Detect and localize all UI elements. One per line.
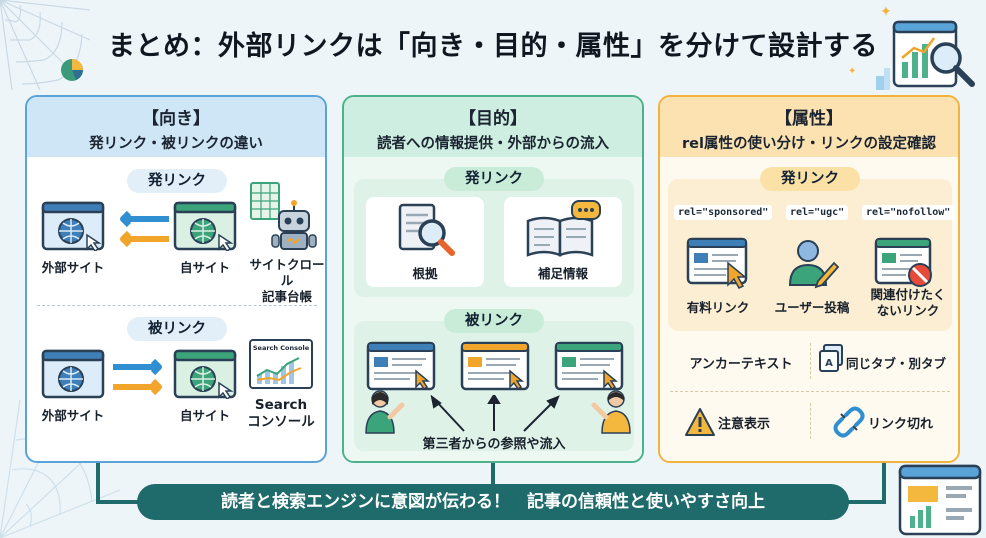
flow-arrows: [430, 395, 560, 432]
spider-web-icon: [0, 0, 90, 90]
robot-icon: [271, 200, 317, 250]
outgoing-arrows: [120, 210, 169, 248]
trend-chart-icon: [256, 357, 302, 384]
incoming-link-label: 被リンク: [127, 317, 227, 341]
sparkle-icon: ✦: [880, 4, 892, 20]
browser-globe-icon: [173, 201, 237, 251]
user-pencil-icon: [788, 240, 840, 289]
supplement-card: 補足情報: [504, 197, 622, 287]
column-body: 発リンク 根拠 補足情報 被リンク: [344, 157, 642, 461]
tab-icon: A: [819, 344, 843, 372]
browser-globe-icon: [41, 201, 105, 251]
webpage-cursor-icon: [366, 341, 436, 391]
incoming-caption: 第三者からの参照や流入: [422, 437, 566, 452]
column-header: 【目的】 読者への情報提供・外部からの流入: [344, 97, 642, 157]
evidence-card: 根拠: [366, 197, 484, 287]
column-heading: 【属性】: [775, 109, 843, 129]
column-heading: 【目的】: [459, 109, 527, 129]
webpage-cursor-icon: [554, 341, 624, 391]
summary-banner: 読者と検索エンジンに意図が伝わる！ 記事の信頼性と使いやすさ向上: [137, 484, 849, 520]
webpage-cursor-icon: [686, 237, 748, 289]
grid-divider: [810, 343, 811, 379]
incoming-arrows: [113, 358, 162, 396]
svg-text:A: A: [825, 358, 833, 369]
column-attribute: 【属性】 rel属性の使い分け・リンクの設定確認 発リンク rel="spons…: [658, 95, 960, 463]
rel-item-label: 有料リンク: [686, 300, 750, 315]
column-body: 発リンク rel="sponsored" rel="ugc" rel="nofo…: [660, 157, 958, 461]
external-site-label: 外部サイト: [41, 408, 105, 423]
browser-globe-icon: [173, 349, 237, 399]
column-heading: 【向き】: [142, 109, 210, 129]
section-divider: [670, 391, 950, 392]
column-subheading: 発リンク・被リンクの違い: [89, 136, 263, 152]
own-site-label: 自サイト: [179, 260, 230, 275]
broken-link-icon: [833, 406, 865, 438]
webpage-cursor-icon: [460, 341, 530, 391]
person-icon: [591, 390, 631, 434]
dashboard-icon: [898, 464, 982, 536]
document-magnifier-icon: [398, 203, 455, 256]
check-item: リンク切れ: [868, 417, 934, 432]
column-subheading: 読者への情報提供・外部からの流入: [377, 136, 609, 152]
external-site-label: 外部サイト: [41, 260, 105, 275]
outgoing-link-label: 発リンク: [444, 167, 544, 191]
sparkle-icon: ✦: [848, 66, 857, 77]
purpose-item: 補足情報: [537, 266, 588, 281]
check-item: アンカーテキスト: [689, 357, 793, 372]
spreadsheet-icon: [250, 182, 280, 220]
column-header: 【属性】 rel属性の使い分け・リンクの設定確認: [660, 97, 958, 157]
search-console-icon: Search Console: [249, 339, 313, 389]
browser-globe-icon: [41, 349, 105, 399]
outgoing-link-label: 発リンク: [127, 169, 227, 193]
warning-icon: [685, 408, 715, 436]
pie-chart-icon: [61, 59, 83, 81]
page-title: まとめ：外部リンクは「向き・目的・属性」を分けて設計する: [108, 31, 878, 62]
magnifier-chart-icon: [876, 20, 975, 90]
rel-item-label: ユーザー投稿: [774, 300, 850, 315]
search-console-label: Search コンソール: [247, 397, 315, 430]
purpose-item: 根拠: [412, 266, 438, 281]
rel-item-label: 関連付けたく ないリンク: [870, 287, 946, 318]
open-book-icon: [526, 200, 601, 257]
own-site-label: 自サイト: [179, 408, 230, 423]
outgoing-link-label: 発リンク: [760, 167, 860, 191]
blocked-page-icon: [874, 237, 932, 287]
rel-tag: rel="ugc": [786, 205, 849, 220]
rel-tag: rel="nofollow": [862, 205, 955, 220]
search-console-screen-label: Search Console: [252, 344, 310, 352]
check-item: 同じタブ・別タブ: [846, 356, 947, 371]
rel-tag: rel="sponsored": [674, 205, 773, 220]
column-body: 発リンク 外部サイト 自サイト: [27, 157, 325, 461]
section-divider: [37, 305, 317, 306]
column-subheading: rel属性の使い分け・リンクの設定確認: [682, 136, 936, 152]
check-item: 注意表示: [718, 417, 771, 432]
column-header: 【向き】 発リンク・被リンクの違い: [27, 97, 325, 157]
incoming-link-label: 被リンク: [444, 309, 544, 333]
person-icon: [365, 390, 405, 434]
column-direction: 【向き】 発リンク・被リンクの違い 発リンク 外部サイト 自サイト: [25, 95, 327, 463]
crawler-label: サイトクロール 記事台帳: [249, 257, 325, 304]
column-purpose: 【目的】 読者への情報提供・外部からの流入 発リンク 根拠 補足情報: [342, 95, 644, 463]
grid-divider: [810, 403, 811, 439]
